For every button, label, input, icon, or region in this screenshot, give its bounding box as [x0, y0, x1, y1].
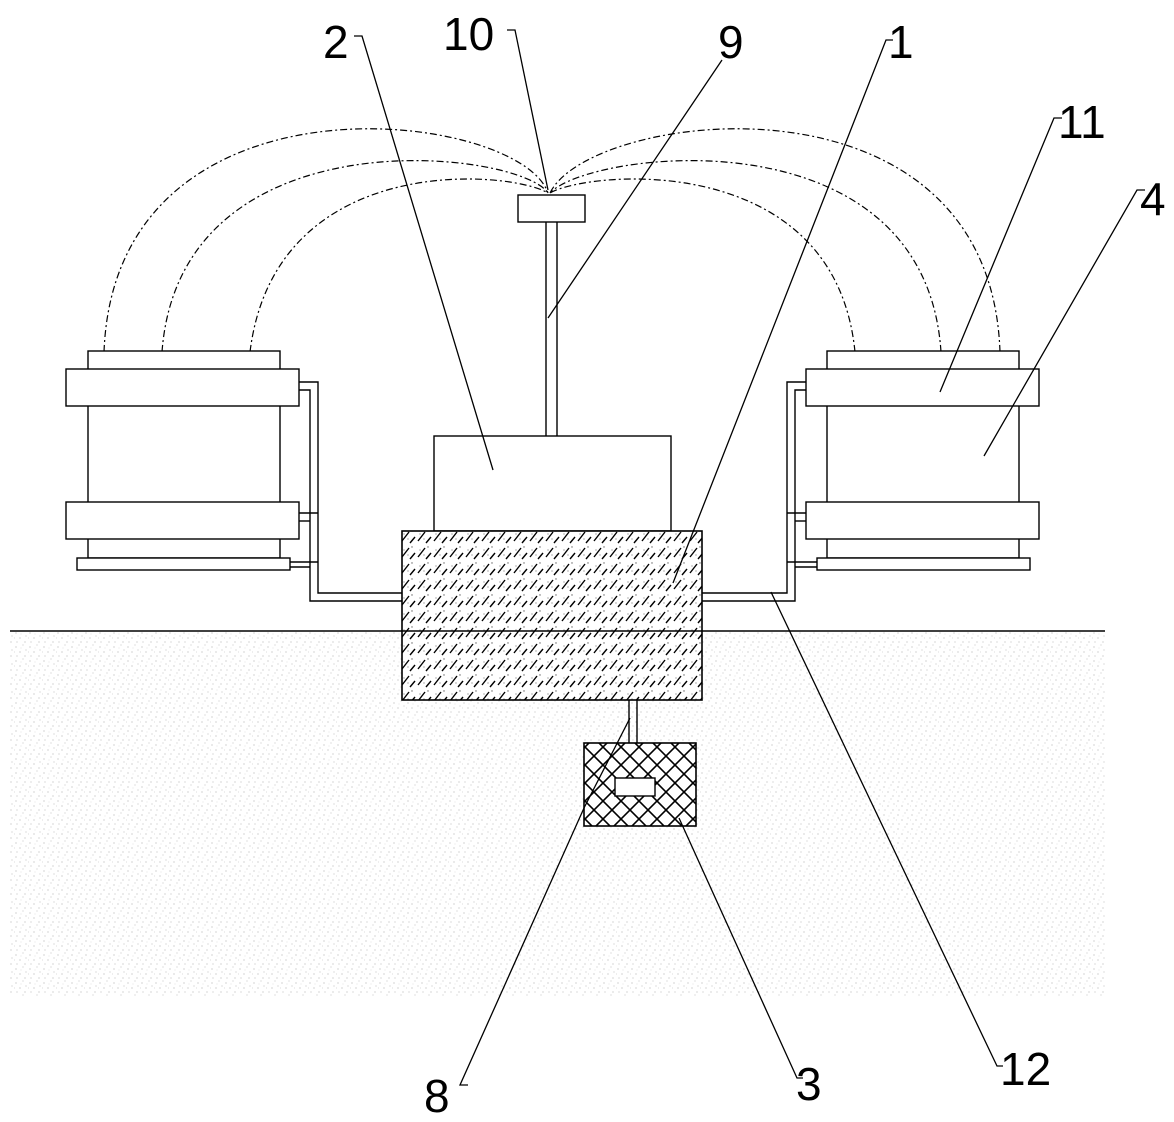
label-4: 4 [1140, 173, 1166, 225]
label-10: 10 [443, 8, 494, 60]
label-3: 3 [796, 1058, 822, 1110]
label-12: 12 [1000, 1043, 1051, 1095]
right-unit [702, 350, 1040, 602]
control-box [433, 435, 672, 532]
anchor-block [583, 742, 697, 827]
connection-arcs [103, 128, 1001, 353]
label-11: 11 [1058, 96, 1106, 148]
label-8: 8 [424, 1070, 450, 1122]
label-9: 9 [718, 16, 744, 68]
leader-lines [354, 29, 1145, 1086]
top-sensor-box [517, 194, 586, 223]
label-1: 1 [888, 16, 914, 68]
base-block [401, 530, 703, 701]
anchor-inner-box [614, 777, 656, 797]
left-unit [65, 350, 402, 602]
label-2: 2 [323, 16, 349, 68]
